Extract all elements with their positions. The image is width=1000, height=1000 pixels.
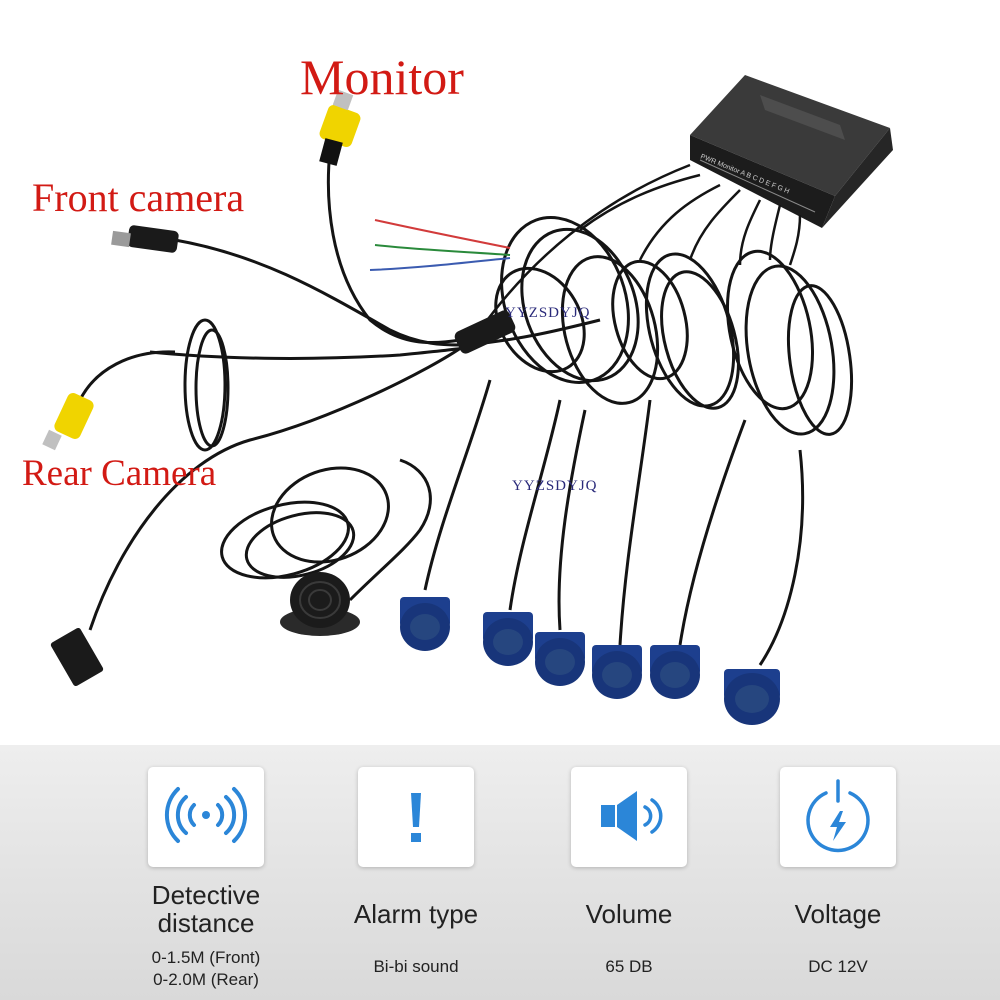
buzzer — [280, 572, 360, 636]
feature-title: Alarm type — [353, 899, 479, 929]
control-box: PWR Monitor A B C D E F G H — [690, 75, 893, 228]
feature-value: Bi-bi sound — [373, 957, 459, 976]
speaker-volume-icon — [571, 767, 687, 867]
signal-waves-icon — [148, 767, 264, 867]
rear-camera-label: Rear Camera — [22, 453, 217, 494]
feature-title: Volume — [585, 899, 673, 929]
power-plug — [50, 627, 104, 687]
monitor-label: Monitor — [300, 49, 464, 105]
feature-title-line: distance — [157, 908, 255, 938]
watermark: YYZSDYJQ — [512, 478, 598, 494]
feature-voltage: Voltage DC 12V — [728, 745, 948, 1000]
feature-value: DC 12V — [808, 957, 868, 976]
watermark: YYZSDYJQ — [505, 305, 591, 321]
feature-value-line: 0-1.5M (Front) — [151, 948, 261, 967]
sensor-cable-coils — [494, 216, 853, 436]
monitor-rca-connector — [319, 89, 361, 166]
front-camera-connector — [111, 225, 179, 253]
parking-sensor-kit-image: PWR Monitor A B C D E F G H — [42, 75, 893, 725]
ultrasonic-sensors — [400, 597, 780, 725]
feature-detective-distance: Detective distance 0-1.5M (Front) 0-2.0M… — [96, 745, 316, 1000]
feature-title: Voltage — [794, 899, 882, 929]
feature-value: 65 DB — [605, 957, 653, 976]
feature-title-line: Detective — [151, 880, 261, 910]
feature-value-line: 0-2.0M (Rear) — [153, 970, 259, 989]
front-camera-label: Front camera — [32, 175, 245, 220]
rear-camera-rca-connector — [42, 393, 94, 451]
power-bolt-icon — [780, 767, 896, 867]
feature-strip: Detective distance 0-1.5M (Front) 0-2.0M… — [0, 745, 1000, 1000]
feature-volume: Volume 65 DB — [519, 745, 739, 1000]
product-photo: PWR Monitor A B C D E F G H — [22, 49, 893, 725]
exclamation-icon — [358, 767, 474, 867]
feature-alarm-type: Alarm type Bi-bi sound — [306, 745, 526, 1000]
